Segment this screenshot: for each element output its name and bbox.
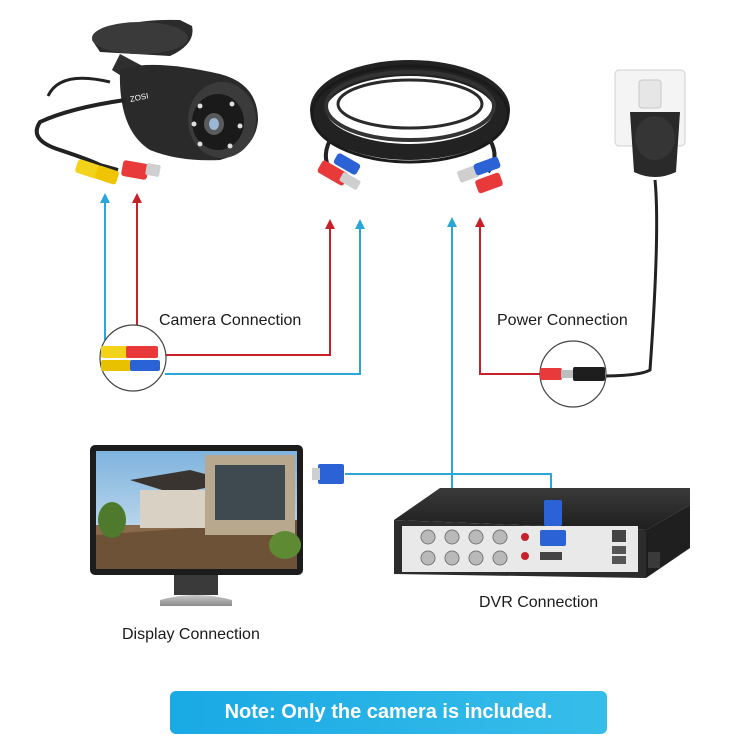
camera-connector-callout <box>100 325 166 391</box>
power-connection-label: Power Connection <box>497 312 628 330</box>
security-camera <box>37 20 258 185</box>
adapter-power-line <box>480 222 542 374</box>
note-banner: Note: Only the camera is included. <box>170 691 607 734</box>
dvr-recorder <box>394 488 690 578</box>
note-text: Note: Only the camera is included. <box>225 701 553 724</box>
dvr-connection-label: DVR Connection <box>479 594 598 612</box>
power-adapter <box>600 70 685 376</box>
display-connection-label: Display Connection <box>122 626 260 644</box>
display-monitor <box>90 445 303 606</box>
camera-connection-label: Camera Connection <box>159 312 301 330</box>
cable-coil <box>312 66 508 194</box>
cable-power-line <box>165 224 330 355</box>
power-connector-callout <box>540 341 606 407</box>
vga-plug <box>312 464 344 484</box>
